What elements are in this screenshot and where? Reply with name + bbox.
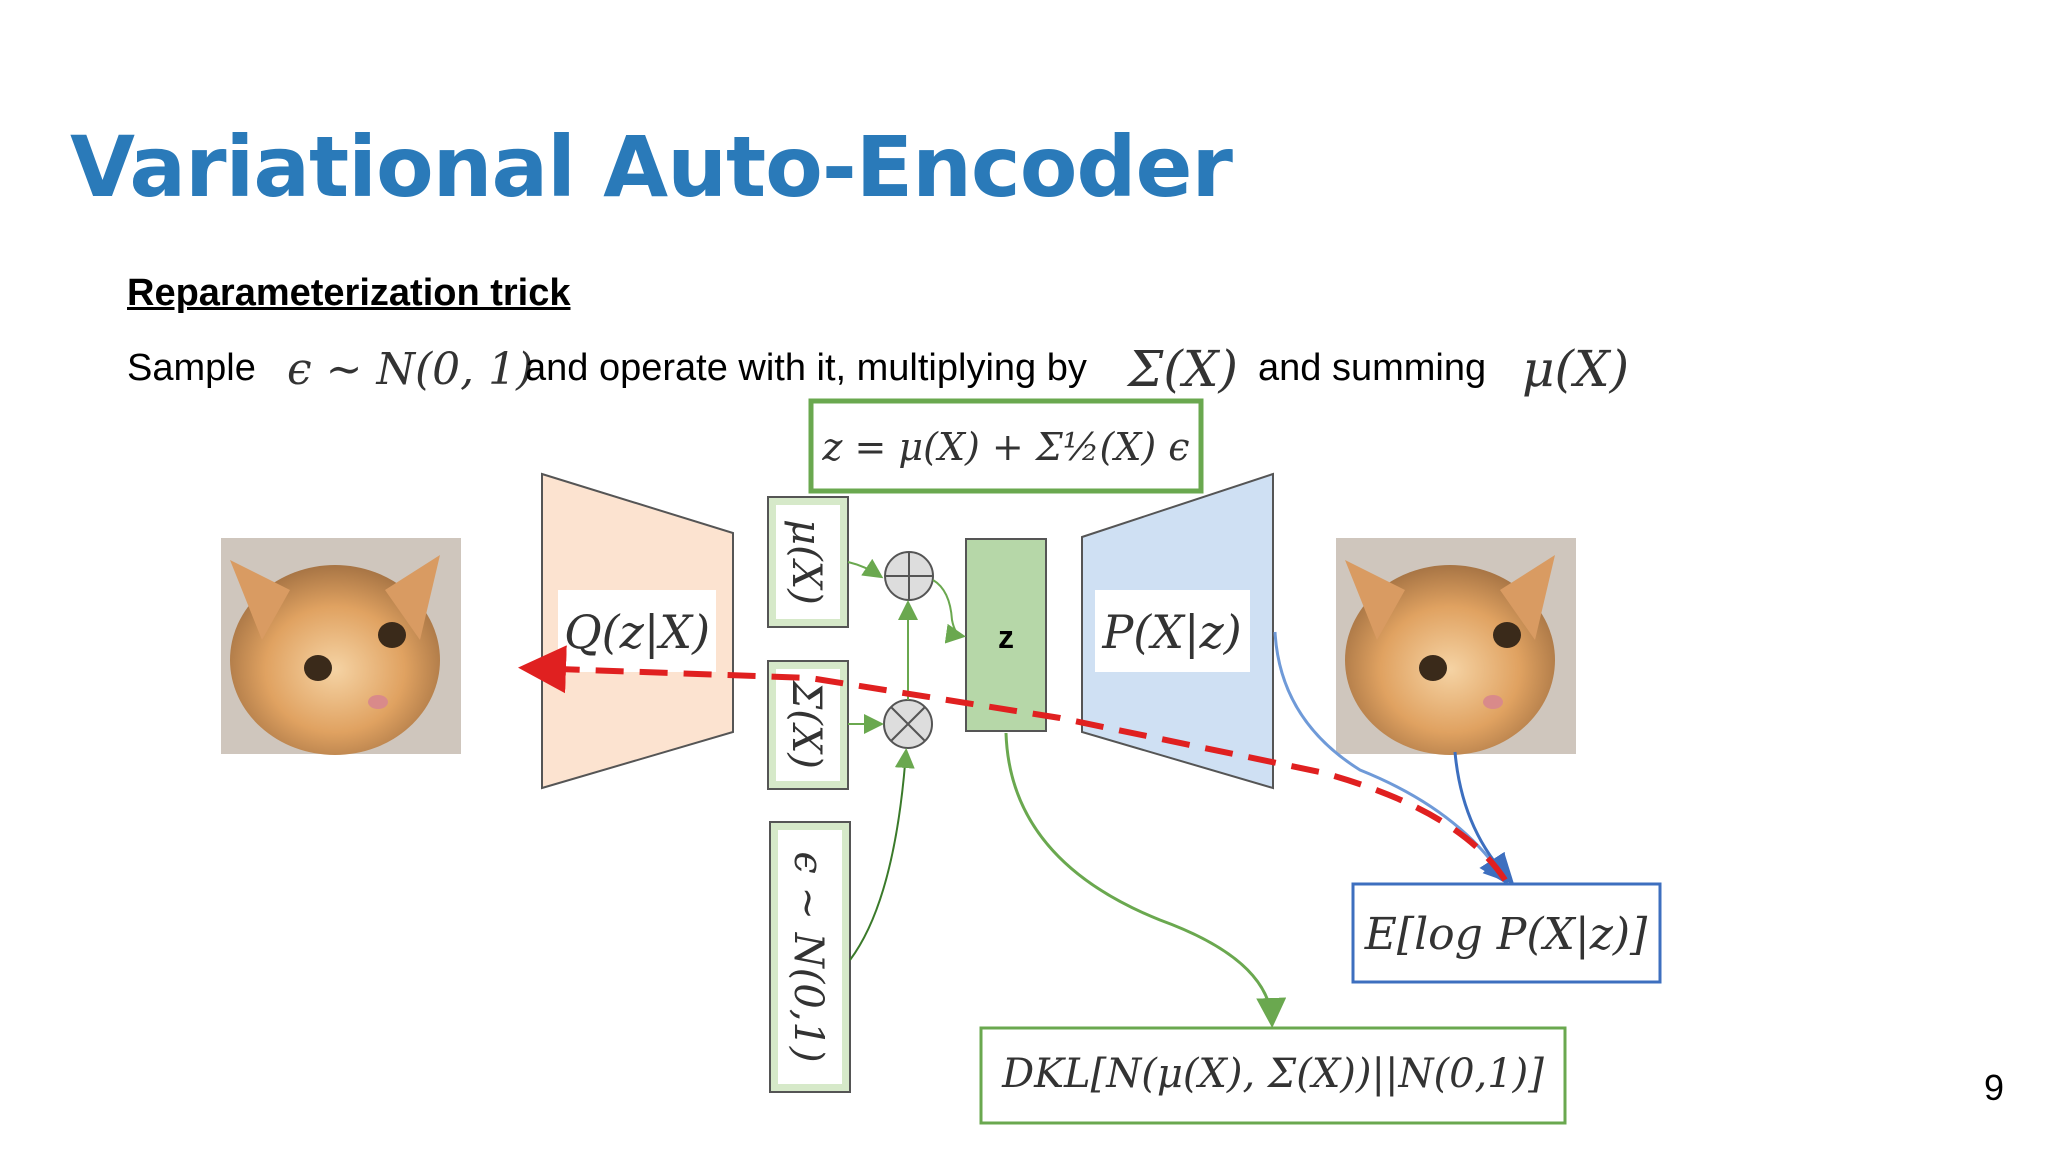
sigma-expression: Σ(X) <box>1128 340 1238 398</box>
z-box-label: z <box>998 619 1014 655</box>
sigma-box-label: Σ(X) <box>783 679 829 769</box>
encoder-label: Q(z|X) <box>564 605 710 659</box>
input-cat-image <box>221 538 461 755</box>
z-box <box>965 538 1047 732</box>
kl-loss-label: DKL[N(μ(X), Σ(X))||N(0,1)] <box>1001 1051 1544 1097</box>
output-cat-image <box>1336 538 1576 755</box>
reconstruction-loss-label: E[log P(X|z)] <box>1364 909 1648 960</box>
sample-label: Sample <box>127 347 256 389</box>
epsilon-box-label: ϵ ∼ N(0,1) <box>785 851 831 1062</box>
page-number: 9 <box>1983 1067 2004 1108</box>
reconstruction-loss-box <box>1351 882 1662 984</box>
mu-expression: μ(X) <box>1522 340 1630 398</box>
z-formula: z = μ(X) + Σ½(X) ϵ <box>821 425 1189 469</box>
sum-operator-icon <box>884 551 934 601</box>
z-formula-box <box>808 398 1204 494</box>
slide-title: Variational Auto-Encoder <box>70 118 1233 216</box>
multiply-operator-icon <box>883 699 933 749</box>
section-subtitle: Reparameterization trick <box>127 272 571 314</box>
mu-box-label: μ(X) <box>783 519 829 605</box>
epsilon-expression: ϵ ∼ N(0, 1) <box>287 344 534 395</box>
kl-loss-box <box>979 1026 1567 1125</box>
summing-text: and summing <box>1258 347 1487 389</box>
operate-text: and operate with it, multiplying by <box>525 347 1087 389</box>
decoder-label: P(X|z) <box>1101 605 1241 659</box>
